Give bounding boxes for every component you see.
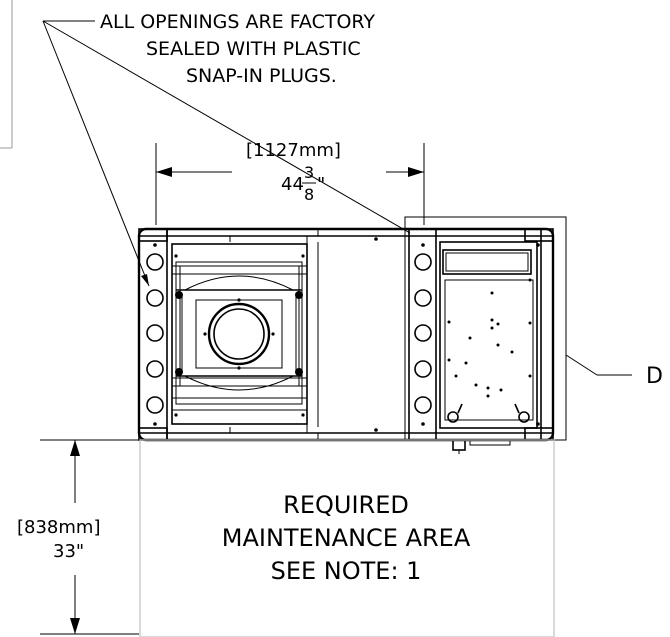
- right-knockout-plugs: [414, 243, 432, 426]
- control-box: [439, 241, 540, 429]
- maintenance-area-box: [139, 439, 555, 637]
- width-dimension: [155, 143, 425, 225]
- blower-assembly: [171, 243, 308, 425]
- maintenance-area-line-3: SEE NOTE: 1: [271, 557, 422, 585]
- drain-bracket: [452, 439, 511, 454]
- unit-body: [137, 227, 555, 442]
- note-line-2: SEALED WITH PLASTIC: [146, 38, 361, 60]
- maintenance-area-line-2: MAINTENANCE AREA: [222, 524, 471, 552]
- width-imperial-denominator: 8: [304, 185, 314, 204]
- dimension-arrowhead: [70, 440, 80, 456]
- dimension-arrowhead: [156, 167, 172, 177]
- depth-metric-label: [838mm]: [17, 517, 100, 538]
- width-imperial-unit: ": [317, 174, 325, 195]
- center-panel: [306, 236, 406, 433]
- width-imperial-numerator: 3: [304, 163, 314, 182]
- width-metric-label: [1127mm]: [246, 140, 341, 161]
- detail-callout-label: D: [646, 364, 663, 389]
- note-line-3: SNAP-IN PLUGS.: [186, 65, 337, 87]
- dimension-arrowhead: [70, 618, 80, 634]
- dimension-arrowhead: [408, 167, 424, 177]
- width-imperial-whole: 44: [281, 174, 304, 195]
- note-line-1: ALL OPENINGS ARE FACTORY: [100, 11, 375, 33]
- depth-imperial-label: 33": [53, 541, 84, 562]
- depth-dimension: [40, 439, 139, 635]
- maintenance-area-line-1: REQUIRED: [283, 491, 409, 519]
- left-knockout-plugs: [146, 243, 164, 426]
- note-leader: [42, 20, 411, 287]
